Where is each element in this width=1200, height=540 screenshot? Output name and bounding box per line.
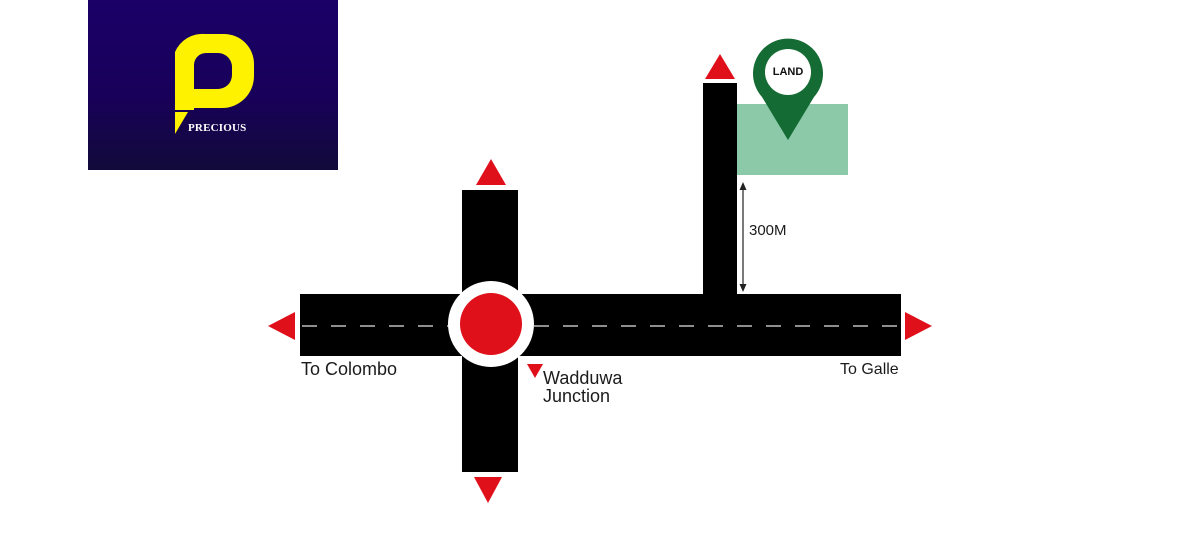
junction-label-line2: Junction xyxy=(543,386,611,406)
brand-name: PRECIOUS xyxy=(188,122,247,134)
pin-label: LAND xyxy=(772,66,804,78)
precious-logo-icon xyxy=(175,33,254,134)
logo: PRECIOUS xyxy=(88,0,338,170)
land-access-road xyxy=(703,83,737,296)
junction-marker-icon xyxy=(527,364,543,378)
west-direction-label: To Colombo xyxy=(301,359,398,379)
location-pin-icon xyxy=(752,38,823,140)
distance-label: 300M xyxy=(749,222,787,239)
east-direction-label: To Galle xyxy=(840,361,899,378)
arrow-east-icon xyxy=(905,312,932,340)
double-arrow-icon xyxy=(739,182,747,292)
junction-label-line1: Wadduwa xyxy=(543,368,623,388)
junction-label: Wadduwa Junction xyxy=(543,369,622,405)
arrow-south-icon xyxy=(474,477,502,503)
arrow-land-road-icon xyxy=(705,54,735,79)
main-road xyxy=(300,294,901,356)
arrow-west-icon xyxy=(268,312,295,340)
arrow-north-icon xyxy=(476,159,506,185)
circle-junction-icon xyxy=(460,293,522,355)
